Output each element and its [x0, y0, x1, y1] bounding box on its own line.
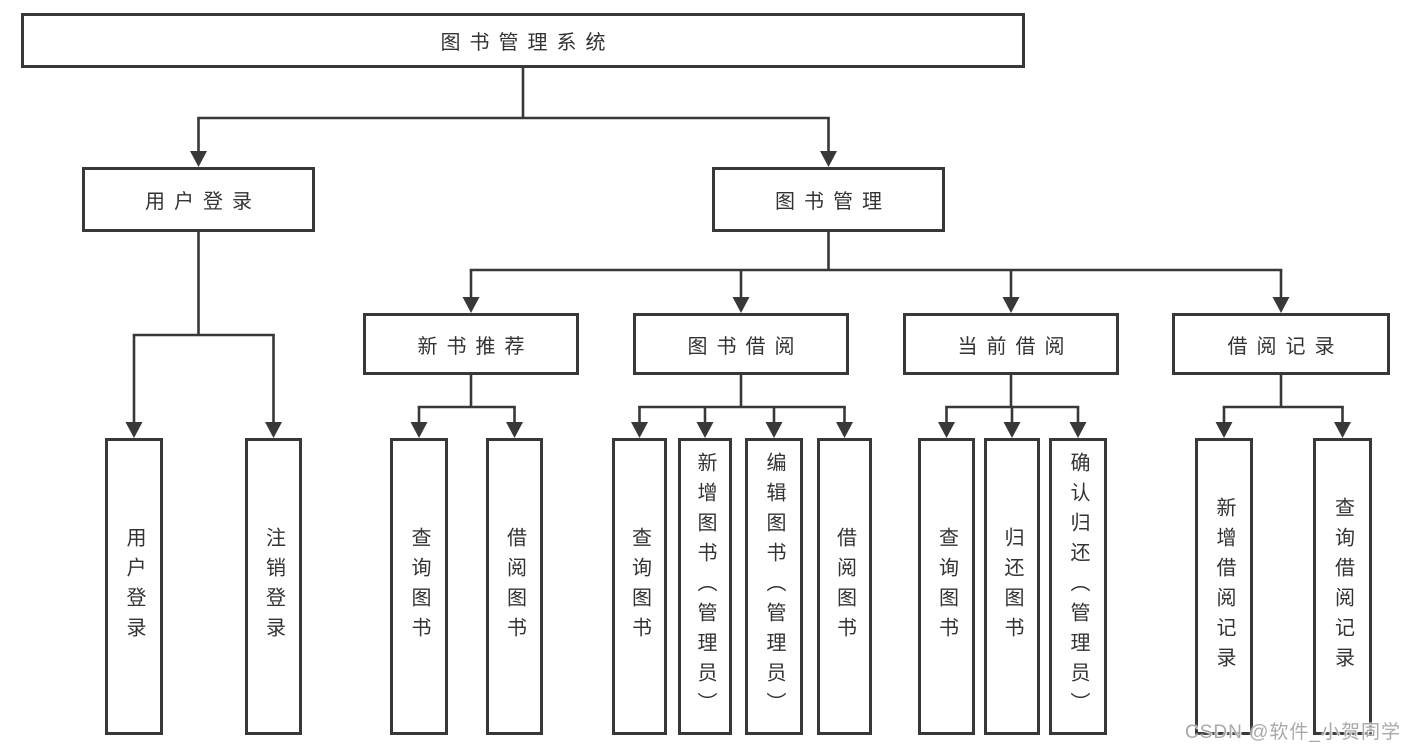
node-user-login: 用户登录: [82, 167, 315, 232]
node-label: 图书管理系统: [440, 32, 615, 54]
leaf-return-books: 归还图书: [984, 438, 1040, 735]
leaf-query-books-recommend: 查询图书: [390, 438, 448, 735]
arrow-heads: [125, 151, 1351, 438]
node-label: 图书借阅: [687, 335, 804, 358]
leaf-logout: 注销登录: [245, 438, 302, 735]
leaf-edit-books-admin: 编辑图书（管理员）: [745, 438, 803, 735]
leaf-label: 查询借阅记录: [1331, 496, 1354, 677]
leaf-label: 借阅图书: [833, 526, 856, 647]
node-book-borrowing: 图书借阅: [633, 313, 849, 375]
leaf-label: 确认归还（管理员）: [1067, 451, 1089, 722]
leaf-label: 编辑图书（管理员）: [763, 451, 785, 722]
root-node-library-system: 图书管理系统: [21, 13, 1025, 68]
leaf-confirm-return-admin: 确认归还（管理员）: [1049, 438, 1107, 735]
node-label: 新书推荐: [417, 335, 534, 358]
node-current-borrowing: 当前借阅: [903, 313, 1119, 375]
node-book-management: 图书管理: [712, 167, 945, 232]
node-new-book-recommendation: 新书推荐: [363, 313, 579, 375]
leaf-label: 归还图书: [1001, 526, 1023, 647]
leaf-label: 借阅图书: [503, 526, 526, 647]
leaf-query-borrow-record: 查询借阅记录: [1313, 438, 1372, 735]
leaf-add-borrow-record: 新增借阅记录: [1195, 438, 1253, 735]
leaf-query-books-current: 查询图书: [918, 438, 975, 735]
node-borrowing-records: 借阅记录: [1172, 313, 1390, 375]
leaf-borrow-books-borrowing: 借阅图书: [817, 438, 872, 735]
leaf-label: 新增图书（管理员）: [694, 451, 716, 722]
node-label: 借阅记录: [1227, 335, 1344, 358]
node-label: 图书管理: [775, 191, 891, 213]
node-label: 当前借阅: [957, 335, 1074, 358]
leaf-user-login: 用户登录: [105, 438, 163, 735]
leaf-query-books-borrowing: 查询图书: [612, 438, 667, 735]
edge-lines: [132, 68, 1344, 423]
leaf-label: 查询图书: [628, 526, 651, 647]
node-label: 用户登录: [145, 191, 261, 213]
leaf-borrow-books-recommend: 借阅图书: [486, 438, 543, 735]
leaf-label: 查询图书: [408, 526, 430, 647]
leaf-label: 查询图书: [935, 526, 958, 647]
leaf-label: 新增借阅记录: [1213, 496, 1235, 677]
leaf-add-books-admin: 新增图书（管理员）: [678, 438, 732, 735]
leaf-label: 用户登录: [123, 526, 145, 647]
leaf-label: 注销登录: [262, 526, 285, 647]
watermark-csdn: CSDN @软件_小贺同学: [1185, 722, 1401, 743]
